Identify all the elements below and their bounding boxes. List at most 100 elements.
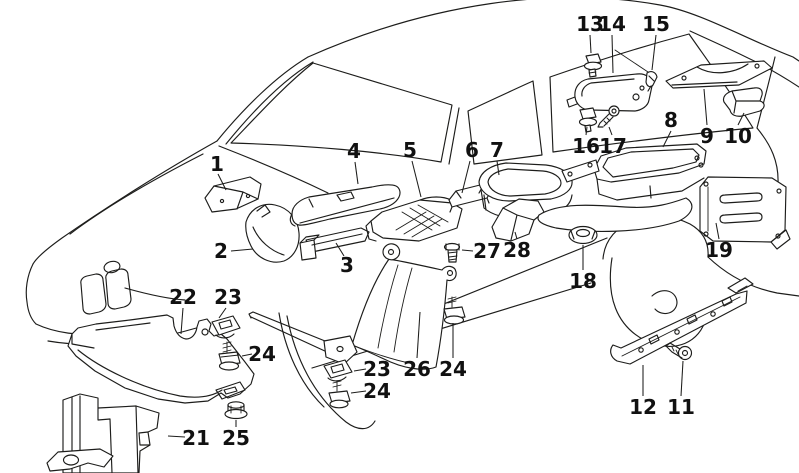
front-face bbox=[25, 263, 37, 325]
part-16-bolt-drawing bbox=[578, 107, 598, 133]
part-number-callout-16[interactable]: 16 bbox=[572, 134, 600, 158]
hood-edge bbox=[32, 140, 218, 265]
aux-line bbox=[614, 49, 649, 73]
front-door-window bbox=[230, 62, 453, 163]
part-9-drawing bbox=[665, 60, 773, 89]
leader-line-part-1 bbox=[217, 173, 227, 191]
part-number-callout-25[interactable]: 25 bbox=[222, 426, 250, 450]
part-23-clip-mid-drawing bbox=[323, 359, 353, 382]
part-27-screw-drawing bbox=[443, 242, 461, 263]
part-number-callout-24[interactable]: 24 bbox=[363, 379, 391, 403]
hood-crease bbox=[69, 153, 204, 235]
part-number-callout-17[interactable]: 17 bbox=[599, 134, 627, 158]
part-18-grommet-drawing bbox=[568, 225, 598, 245]
part-number-callout-14[interactable]: 14 bbox=[598, 12, 626, 36]
part-2-drawing bbox=[245, 203, 300, 263]
leader-line-part-4 bbox=[354, 161, 359, 185]
part-19-drawing bbox=[699, 176, 791, 250]
part-28-drawing bbox=[491, 198, 545, 242]
part-number-callout-24[interactable]: 24 bbox=[248, 342, 276, 366]
part-number-callout-12[interactable]: 12 bbox=[629, 395, 657, 419]
a-pillar-inner bbox=[225, 61, 314, 145]
front-wheel-arch bbox=[286, 315, 376, 430]
leader-line-part-9 bbox=[703, 88, 708, 126]
leader-line-part-26 bbox=[416, 311, 421, 359]
rear-door-window bbox=[467, 80, 543, 165]
leader-line-part-10 bbox=[737, 112, 745, 126]
front-wheel-arch-inner bbox=[278, 312, 325, 408]
part-5-drawing bbox=[365, 196, 463, 242]
part-21-drawing bbox=[46, 393, 160, 473]
part-number-callout-6[interactable]: 6 bbox=[465, 138, 479, 162]
leader-line-part-19 bbox=[715, 222, 720, 240]
leader-line-part-23 bbox=[218, 307, 227, 319]
leader-line-part-16 bbox=[585, 126, 588, 136]
part-number-callout-21[interactable]: 21 bbox=[182, 426, 210, 450]
part-13-bolt-drawing bbox=[583, 53, 603, 78]
leader-line-part-14 bbox=[611, 34, 614, 74]
part-number-callout-10[interactable]: 10 bbox=[724, 124, 752, 148]
part-number-callout-27[interactable]: 27 bbox=[473, 239, 501, 263]
leader-line-part-22 bbox=[180, 307, 184, 335]
leader-line-part-24 bbox=[241, 353, 253, 357]
leader-line-part-8 bbox=[662, 130, 672, 148]
leader-line-part-15 bbox=[651, 34, 657, 71]
part-number-callout-7[interactable]: 7 bbox=[490, 138, 504, 162]
part-number-callout-19[interactable]: 19 bbox=[705, 238, 733, 262]
part-7-drawing bbox=[478, 162, 573, 219]
bmw-roundel bbox=[103, 260, 121, 274]
leader-line-part-13 bbox=[589, 34, 592, 54]
leader-line-part-7 bbox=[496, 160, 500, 176]
leader-line-part-24 bbox=[350, 390, 367, 394]
part-number-callout-23[interactable]: 23 bbox=[214, 285, 242, 309]
leader-line-part-11 bbox=[680, 360, 684, 397]
part-25-nut-drawing bbox=[224, 401, 248, 420]
leader-line-part-17 bbox=[608, 126, 613, 136]
part-number-callout-8[interactable]: 8 bbox=[664, 108, 678, 132]
part-number-callout-1[interactable]: 1 bbox=[210, 152, 224, 176]
kidney-grille-right bbox=[105, 268, 132, 310]
part-15-clip-drawing bbox=[645, 71, 658, 92]
part-number-callout-11[interactable]: 11 bbox=[667, 395, 695, 419]
leader-line-part-3 bbox=[335, 242, 345, 257]
part-number-callout-5[interactable]: 5 bbox=[403, 138, 417, 162]
part-number-callout-18[interactable]: 18 bbox=[569, 269, 597, 293]
part-number-callout-2[interactable]: 2 bbox=[214, 239, 228, 263]
part-number-callout-13[interactable]: 13 bbox=[576, 12, 604, 36]
hood-shutline bbox=[124, 287, 186, 301]
part-23-clip-front-drawing bbox=[211, 315, 241, 339]
part-1-drawing bbox=[204, 176, 262, 213]
part-10-drawing bbox=[722, 87, 765, 117]
part-14-drawing bbox=[566, 73, 653, 112]
part-number-callout-22[interactable]: 22 bbox=[169, 285, 197, 309]
part-number-callout-24[interactable]: 24 bbox=[439, 357, 467, 381]
part-4-drawing bbox=[289, 184, 401, 227]
part-number-callout-15[interactable]: 15 bbox=[642, 12, 670, 36]
leader-line-part-21 bbox=[167, 435, 186, 438]
a-pillar-outer bbox=[216, 56, 309, 142]
leader-line-part-27 bbox=[461, 249, 474, 252]
part-number-callout-26[interactable]: 26 bbox=[403, 357, 431, 381]
cowl-line bbox=[218, 145, 329, 194]
part-number-callout-3[interactable]: 3 bbox=[340, 253, 354, 277]
kidney-grille-left bbox=[80, 273, 107, 315]
rear-hatch-line bbox=[689, 30, 799, 88]
b-pillar bbox=[448, 107, 460, 165]
rear-lower-body bbox=[707, 256, 799, 297]
part-24-fastener-front-drawing bbox=[218, 341, 241, 371]
leader-line-part-28 bbox=[514, 231, 518, 240]
part-number-callout-4[interactable]: 4 bbox=[347, 139, 361, 163]
part-22-drawing bbox=[67, 314, 255, 404]
part-number-callout-23[interactable]: 23 bbox=[363, 357, 391, 381]
part-number-callout-28[interactable]: 28 bbox=[503, 238, 531, 262]
part-12-drawing bbox=[610, 277, 754, 365]
roof-line bbox=[307, 0, 799, 62]
part-11-screw-drawing bbox=[665, 342, 693, 361]
leader-line-part-5 bbox=[411, 160, 422, 198]
part-number-callout-9[interactable]: 9 bbox=[700, 124, 714, 148]
part-3-drawing bbox=[299, 227, 370, 261]
lower-sill-line bbox=[311, 282, 592, 369]
